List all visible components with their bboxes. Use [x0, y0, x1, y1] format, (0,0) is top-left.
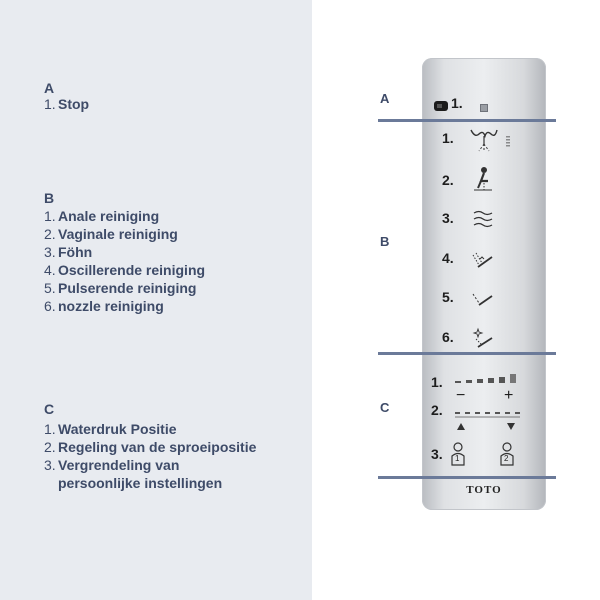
item-label-continued: persoonlijke instellingen [58, 475, 223, 491]
user-profile-icon[interactable] [499, 442, 515, 473]
item-label: nozzle reiniging [58, 298, 164, 314]
item-label: Vergrendeling van [58, 457, 180, 473]
legend-b-item-3: 3.Föhn [44, 243, 92, 261]
legend-c-item-1: 1.Waterdruk Positie [44, 420, 177, 438]
item-number: 1. [44, 421, 56, 437]
legend-b-item-4: 4.Oscillerende reiniging [44, 261, 205, 279]
rear-wash-icon[interactable] [469, 124, 513, 159]
item-number: 1. [44, 208, 56, 224]
item-label: Regeling van de sproeipositie [58, 439, 257, 455]
water-pressure-icon[interactable] [455, 371, 521, 389]
item-label: Oscillerende reiniging [58, 262, 206, 278]
legend-a-item-1: 1.Stop [44, 95, 89, 113]
water-pressure-minus[interactable]: − [456, 387, 466, 404]
remote-section-a-letter: A [380, 91, 390, 106]
legend-b-item-1: 1.Anale reiniging [44, 207, 159, 225]
remote-c-button-2-number: 2. [431, 402, 443, 418]
divider-c-end [378, 476, 556, 479]
item-label: Pulserende reiniging [58, 280, 197, 296]
item-number: 2. [44, 439, 56, 455]
remote-section-c-letter: C [380, 400, 390, 415]
item-number: 1. [44, 96, 56, 112]
user-2-label: 2 [504, 454, 509, 463]
stop-icon[interactable] [434, 98, 448, 116]
remote-c-button-1-number: 1. [431, 374, 443, 390]
remote-a-button-1-number: 1. [451, 95, 463, 111]
remote-control: 1. 1. 2. 3. [422, 58, 546, 510]
nozzle-cleaning-icon[interactable] [470, 326, 494, 355]
item-label: Waterdruk Positie [58, 421, 177, 437]
remote-b-button-2-number: 2. [442, 172, 454, 188]
nozzle-position-icon[interactable] [455, 406, 521, 437]
remote-b-button-1-number: 1. [442, 130, 454, 146]
item-number: 4. [44, 262, 56, 278]
item-number: 3. [44, 244, 56, 260]
legend-section-a-title: A [44, 80, 55, 96]
divider-b-c [378, 352, 556, 355]
item-label: Föhn [58, 244, 93, 260]
legend-b-item-5: 5.Pulserende reiniging [44, 279, 196, 297]
user-1-label: 1 [455, 454, 460, 463]
dryer-icon[interactable] [472, 209, 494, 234]
legend-c-item-2: 2.Regeling van de sproeipositie [44, 438, 256, 456]
pulsating-wash-icon[interactable] [470, 288, 494, 313]
item-label: Anale reiniging [58, 208, 160, 224]
user-profile-icon[interactable] [450, 442, 466, 473]
item-number: 3. [44, 457, 56, 473]
remote-c-button-3-number: 3. [431, 446, 443, 462]
legend-section-b-title: B [44, 190, 55, 206]
remote-b-button-5-number: 5. [442, 289, 454, 305]
brand-logo: TOTO [466, 484, 502, 496]
indicator-light-icon [480, 99, 488, 117]
remote-b-button-3-number: 3. [442, 210, 454, 226]
item-number: 2. [44, 226, 56, 242]
divider-a-b [378, 119, 556, 122]
remote-section-b-letter: B [380, 234, 390, 249]
legend-b-item-6: 6.nozzle reiniging [44, 297, 164, 315]
item-number: 6. [44, 298, 56, 314]
legend-b-item-2: 2.Vaginale reiniging [44, 225, 178, 243]
water-pressure-plus[interactable]: + [504, 387, 514, 404]
item-label: Stop [58, 96, 90, 112]
item-label: Vaginale reiniging [58, 226, 178, 242]
item-number: 5. [44, 280, 56, 296]
legend-section-c-title: C [44, 401, 55, 417]
oscillating-wash-icon[interactable] [470, 247, 494, 276]
front-wash-icon[interactable] [472, 166, 494, 197]
legend-c-item-3: 3.Vergrendeling van persoonlijke instell… [44, 456, 222, 491]
legend-panel: A 1.Stop B 1.Anale reiniging 2.Vaginale … [0, 0, 312, 600]
remote-b-button-4-number: 4. [442, 250, 454, 266]
remote-b-button-6-number: 6. [442, 329, 454, 345]
